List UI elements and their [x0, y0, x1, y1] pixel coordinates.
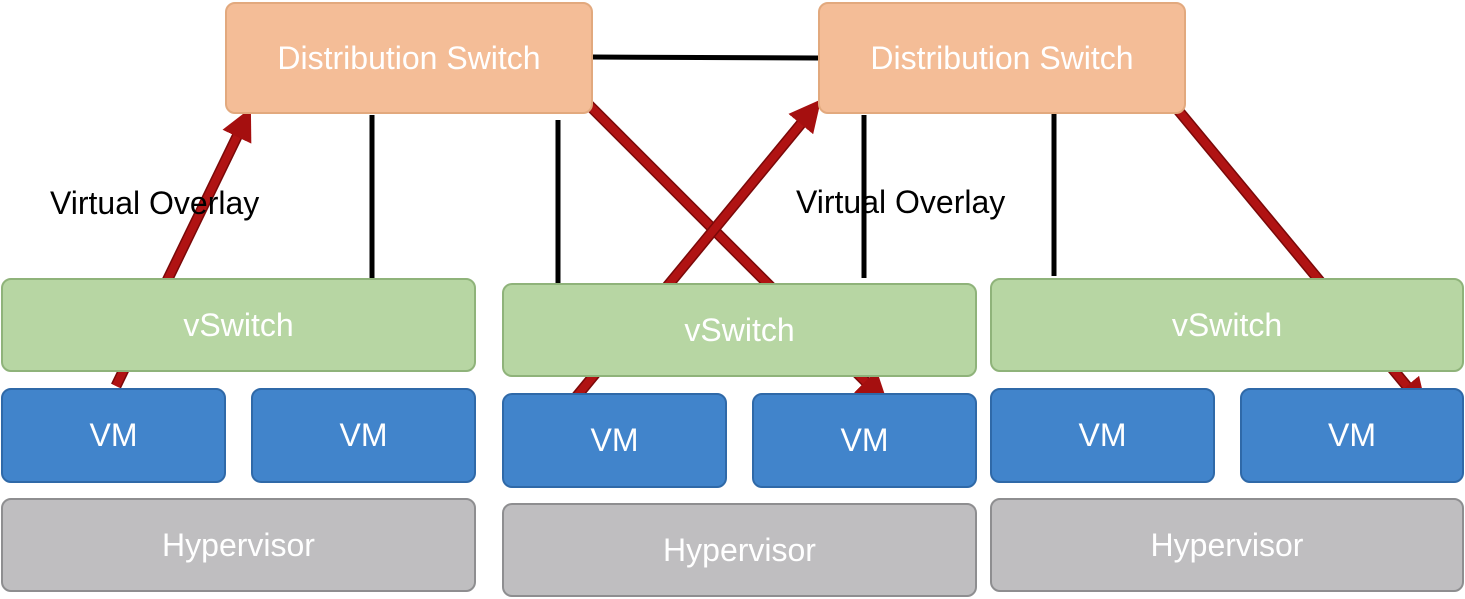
virtual-overlay-label-1: Virtual Overlay	[50, 185, 260, 221]
distribution-switch-label: Distribution Switch	[277, 39, 541, 76]
hypervisor-host1: Hypervisor	[1, 498, 476, 592]
vm-label: VM	[1328, 417, 1376, 453]
hypervisor-host2: Hypervisor	[502, 503, 977, 597]
distribution-switch-label: Distribution Switch	[870, 39, 1134, 76]
vm-host2-b: VM	[752, 393, 977, 488]
vswitch-label: vSwitch	[183, 306, 294, 343]
vswitch-host2: vSwitch	[502, 283, 977, 377]
vm-label: VM	[89, 417, 138, 453]
hypervisor-label: Hypervisor	[1150, 526, 1304, 563]
switch-interlink	[591, 54, 819, 61]
vm-host1-b: VM	[251, 388, 476, 483]
vm-label: VM	[590, 422, 639, 458]
vswitch-host3: vSwitch	[990, 278, 1464, 372]
distribution-switch-1: Distribution Switch	[225, 2, 593, 114]
vm-label: VM	[1078, 417, 1127, 453]
vm-host3-a: VM	[990, 388, 1215, 483]
vm-host2-a: VM	[502, 393, 727, 488]
vm-host3-b: VM	[1240, 388, 1464, 483]
hypervisor-host3: Hypervisor	[990, 498, 1464, 592]
hypervisor-label: Hypervisor	[162, 526, 315, 563]
vswitch-host1: vSwitch	[1, 278, 476, 372]
vm-label: VM	[339, 417, 388, 453]
virtual-overlay-label-2: Virtual Overlay	[796, 184, 1006, 220]
vm-host1-a: VM	[1, 388, 226, 483]
hypervisor-label: Hypervisor	[663, 531, 816, 568]
vswitch-label: vSwitch	[684, 311, 795, 348]
vm-label: VM	[840, 422, 889, 458]
vswitch-label: vSwitch	[1171, 306, 1283, 343]
distribution-switch-2: Distribution Switch	[818, 2, 1186, 114]
